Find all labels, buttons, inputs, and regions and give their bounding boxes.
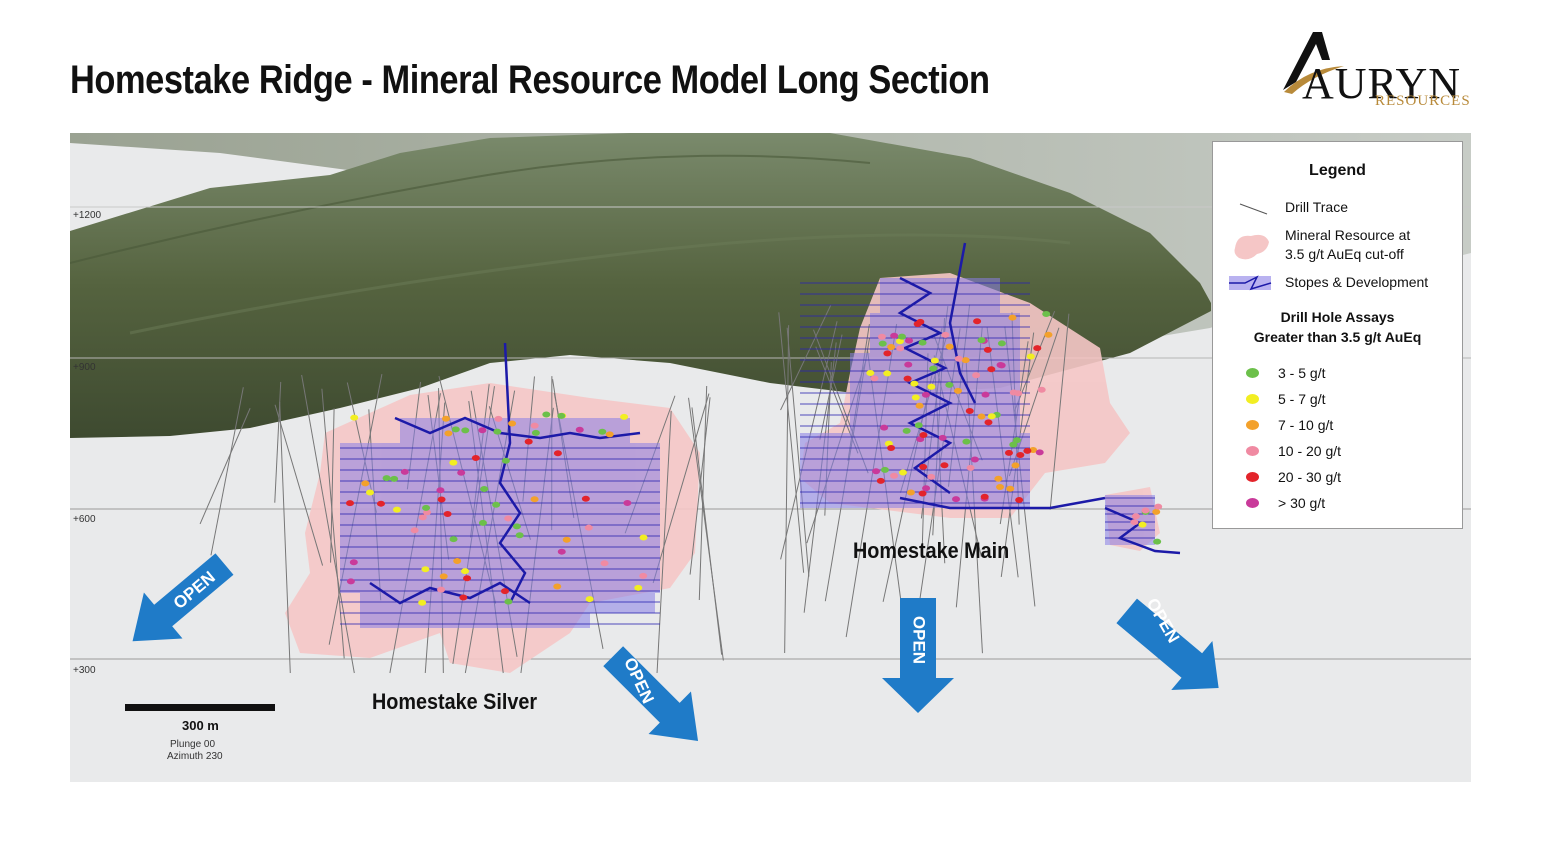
legend-assays-line2: Greater than 3.5 g/t AuEq (1253, 329, 1422, 345)
grade-label: 20 - 30 g/t (1278, 469, 1342, 485)
grade-swatch-icon (1246, 394, 1259, 404)
grade-swatch-icon (1246, 472, 1259, 482)
long-section-view: OPEN OPEN OPEN OPEN +1200 +900 +600 +300… (70, 133, 1471, 782)
stopes-silver (340, 418, 660, 628)
logo-subtitle: RESOURCES (1375, 93, 1471, 109)
auryn-logo: AURYN RESOURCES (1278, 30, 1478, 115)
open-label-south: OPEN (910, 616, 929, 664)
drill-hole-assays (346, 310, 1163, 606)
grade-swatch-icon (1246, 420, 1259, 430)
stopes-icon (1229, 275, 1272, 291)
logo-name: AURYN (1302, 59, 1462, 108)
open-arrow-southeast (1116, 598, 1219, 691)
grade-label: > 30 g/t (1278, 495, 1326, 511)
grade-label: 7 - 10 g/t (1278, 417, 1334, 433)
elevation-label-600: +600 (73, 514, 96, 525)
legend-title: Legend (1309, 162, 1366, 179)
zone-label-main: Homestake Main (853, 538, 1010, 563)
resource-shape-icon (1234, 234, 1269, 260)
grade-swatch-icon (1246, 446, 1259, 456)
legend-assays-line1: Drill Hole Assays (1280, 309, 1395, 325)
grade-label: 5 - 7 g/t (1278, 391, 1326, 407)
legend-resource-line2: 3.5 g/t AuEq cut-off (1285, 246, 1404, 262)
page-title: Homestake Ridge - Mineral Resource Model… (70, 58, 990, 102)
legend-panel: Legend Drill Trace Mineral Resource at 3… (1212, 141, 1463, 529)
open-arrow-south (882, 598, 954, 713)
open-arrow-southwest (603, 646, 699, 742)
legend-drill-trace: Drill Trace (1285, 199, 1349, 215)
plunge-label: Plunge 00 (170, 739, 216, 750)
elevation-label-900: +900 (73, 362, 96, 373)
development-workings (369, 242, 1181, 605)
grade-label: 10 - 20 g/t (1278, 443, 1342, 459)
azimuth-label: Azimuth 230 (167, 751, 223, 762)
grade-label: 3 - 5 g/t (1278, 365, 1326, 381)
open-arrows (132, 553, 1219, 742)
grade-swatch-icon (1246, 368, 1259, 378)
scale-bar (125, 704, 275, 711)
legend-stopes: Stopes & Development (1285, 274, 1429, 290)
drill-trace-icon (1239, 203, 1268, 215)
long-section-graphic: OPEN OPEN OPEN OPEN (70, 133, 1471, 742)
scale-label: 300 m (182, 718, 219, 733)
zone-label-silver: Homestake Silver (372, 689, 538, 714)
open-arrow-west (132, 553, 234, 642)
legend-resource-line1: Mineral Resource at (1285, 227, 1411, 243)
elevation-label-300: +300 (73, 665, 96, 676)
logo-mark-icon (1283, 32, 1344, 94)
grade-swatch-icon (1246, 498, 1259, 508)
elevation-label-1200: +1200 (73, 210, 102, 221)
